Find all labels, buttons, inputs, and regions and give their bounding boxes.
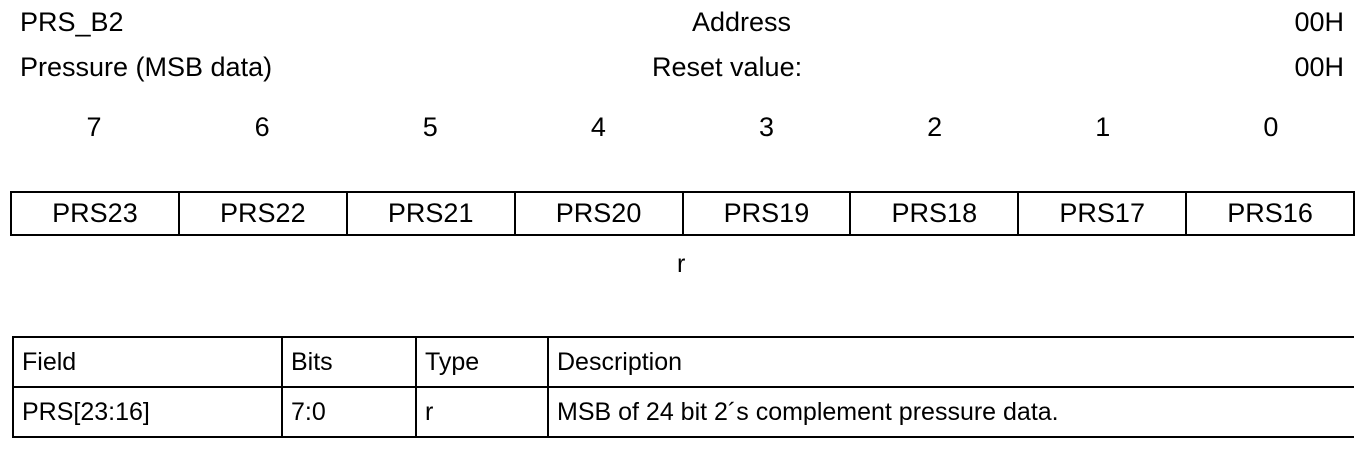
bit-field-cell: PRS22 [180, 193, 348, 234]
table-row: PRS[23:16] 7:0 r MSB of 24 bit 2´s compl… [12, 387, 1354, 438]
register-header-row-reset: Pressure (MSB data) Reset value: 00H [0, 47, 1366, 87]
reset-value-label: Reset value: [652, 52, 803, 82]
table-header-row: Field Bits Type Description [12, 336, 1354, 388]
bit-field-boxes: PRS23 PRS22 PRS21 PRS20 PRS19 PRS18 PRS1… [10, 191, 1355, 236]
bit-number: 0 [1263, 112, 1279, 142]
bit-number: 3 [759, 112, 775, 142]
cell-type: r [415, 387, 548, 438]
bit-field-cell: PRS17 [1019, 193, 1188, 234]
access-type-marker: r [677, 250, 686, 278]
column-header-description: Description [547, 336, 1354, 388]
register-name: PRS_B2 [20, 7, 124, 37]
column-header-field: Field [12, 336, 282, 388]
bit-field-cell: PRS21 [348, 193, 516, 234]
bit-field-cell: PRS20 [516, 193, 684, 234]
column-header-type: Type [415, 336, 548, 388]
bit-number: 1 [1095, 112, 1111, 142]
bit-number-row: 7 6 5 4 3 2 1 0 [10, 107, 1355, 147]
register-description: Pressure (MSB data) [20, 52, 273, 82]
bit-number: 5 [422, 112, 438, 142]
cell-field: PRS[23:16] [12, 387, 282, 438]
bit-field-cell: PRS16 [1227, 198, 1313, 228]
reset-value: 00H [1294, 52, 1344, 82]
bit-field-cell: PRS23 [12, 193, 180, 234]
field-description-table: Field Bits Type Description PRS[23:16] 7… [12, 336, 1354, 438]
address-value: 00H [1294, 7, 1344, 37]
cell-bits: 7:0 [281, 387, 416, 438]
address-label: Address [692, 7, 792, 37]
bit-field-cell: PRS18 [851, 193, 1020, 234]
bit-number: 2 [927, 112, 943, 142]
cell-description: MSB of 24 bit 2´s complement pressure da… [547, 387, 1354, 438]
register-header: PRS_B2 Address 00H Pressure (MSB data) R… [0, 0, 1366, 96]
column-header-bits: Bits [281, 336, 416, 388]
bit-field-cell: PRS19 [684, 193, 852, 234]
bit-number: 6 [254, 112, 270, 142]
access-type-row: r [10, 248, 1355, 280]
bit-number: 4 [590, 112, 606, 142]
bit-number: 7 [86, 112, 102, 142]
register-header-row-address: PRS_B2 Address 00H [0, 2, 1366, 42]
